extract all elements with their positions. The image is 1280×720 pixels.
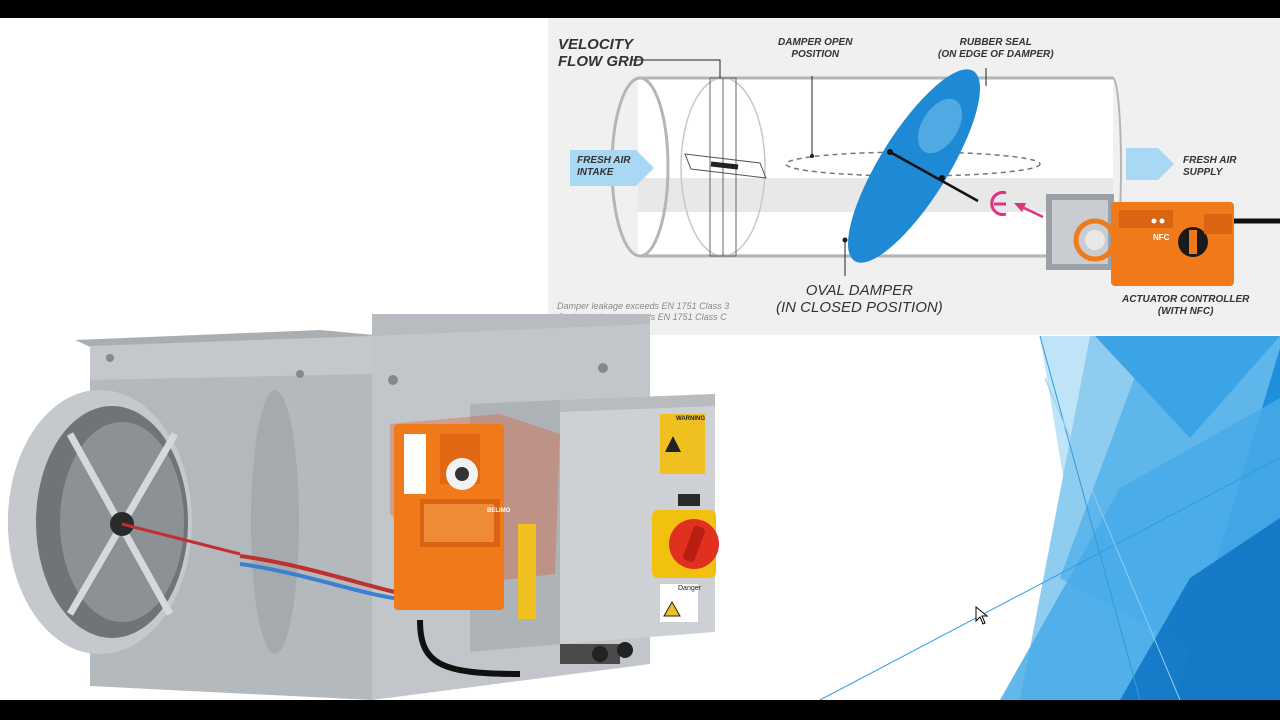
actuator-nfc-mark: NFC: [1153, 233, 1170, 242]
label-actuator-controller: ACTUATOR CONTROLLER (WITH NFC): [1122, 294, 1250, 317]
label-damper-open-position: DAMPER OPEN POSITION: [778, 37, 853, 60]
danger-sticker-text: Danger: [678, 585, 701, 592]
damper-unit-photo: [8, 314, 719, 700]
label-rubber-seal: RUBBER SEAL (ON EDGE OF DAMPER): [938, 37, 1054, 60]
label-oval-damper: OVAL DAMPER (IN CLOSED POSITION): [776, 282, 943, 317]
presentation-slide: VELOCITY FLOW GRID DAMPER OPEN POSITION …: [0, 18, 1280, 700]
slide-decoration-shapes: [819, 335, 1280, 700]
mouse-cursor-icon: [975, 606, 989, 625]
label-fresh-air-supply: FRESH AIR SUPPLY: [1183, 155, 1237, 178]
video-letterbox-top: [0, 0, 1280, 18]
video-letterbox-bottom: [0, 700, 1280, 720]
label-fresh-air-intake: FRESH AIR INTAKE: [577, 155, 631, 178]
damper-diagram: VELOCITY FLOW GRID DAMPER OPEN POSITION …: [548, 18, 1280, 335]
warning-sticker-text: WARNING: [676, 416, 705, 422]
label-velocity-flow-grid: VELOCITY FLOW GRID: [558, 36, 644, 71]
diagram-drawing: [570, 59, 1280, 286]
actuator-brand-label: BELIMO: [487, 508, 511, 514]
